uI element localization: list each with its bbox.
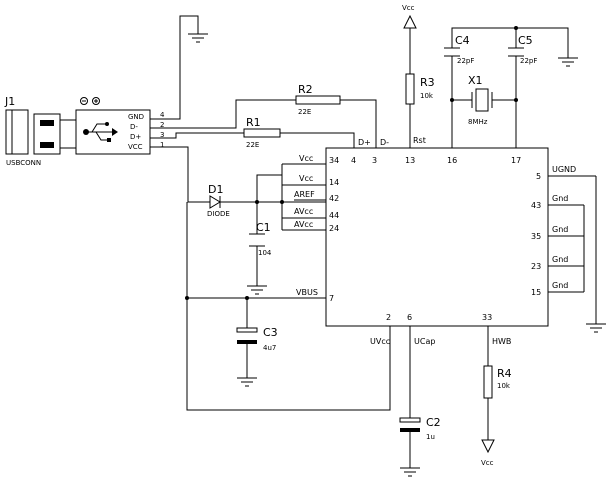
vcc-arrow-bottom-icon: Vcc <box>481 439 495 467</box>
usb-connector-j1: J1 USBCONN GND D- D+ VCC 4 2 3 1 <box>4 95 168 167</box>
ic-pin-name-vcc-14: Vcc <box>299 174 313 183</box>
capacitor-c2: C2 1u <box>399 416 441 441</box>
ground-symbol-c2 <box>400 467 420 477</box>
wires <box>168 15 597 468</box>
capacitor-c5: C5 22pF <box>508 34 537 65</box>
ic-right-pin-35: 35 <box>531 232 541 241</box>
ic-top-pin-13: 13 <box>405 156 415 165</box>
resistor-r2: R2 22E <box>295 83 341 116</box>
resistor-r3: R3 10k <box>405 73 435 105</box>
j1-pin-num-4: 4 <box>160 111 165 119</box>
ic-left-pin-14: 14 <box>329 178 339 187</box>
j1-pin-name-vcc: VCC <box>128 143 143 151</box>
ic-right-pin-23: 23 <box>531 262 541 271</box>
c4-ref: C4 <box>455 34 470 47</box>
usb-symbol-icon <box>83 122 118 142</box>
j1-pin-name-dplus: D+ <box>130 133 141 141</box>
c4-value: 22pF <box>457 57 474 65</box>
r1-ref: R1 <box>246 116 261 129</box>
ic-right-pin-43: 43 <box>531 201 541 210</box>
c3-ref: C3 <box>263 326 278 339</box>
resistor-r1: R1 22E <box>243 116 281 149</box>
ic-top-pin-17: 17 <box>511 156 521 165</box>
ic-pin-name-vbus: VBUS <box>296 288 318 297</box>
c3-value: 4u7 <box>263 344 276 352</box>
ic-pin-name-avcc-44: AVcc <box>294 207 313 216</box>
ic-pin-name-ucap: UCap <box>414 337 435 346</box>
minus-circle-icon <box>80 97 88 105</box>
ic-pin-name-dplus: D+ <box>358 138 371 147</box>
vcc-bottom-label: Vcc <box>481 459 494 467</box>
vcc-top-label: Vcc <box>402 4 415 12</box>
ic-pin-name-gnd-15: Gnd <box>552 281 568 290</box>
microcontroller-ic: 4 3 13 16 17 D+ D- Rst Vcc Vcc AREF AVcc… <box>294 136 576 346</box>
ic-top-pin-3: 3 <box>372 156 377 165</box>
ic-pin-name-avcc-24: AVcc <box>294 220 313 229</box>
ic-pin-name-aref: AREF <box>294 190 315 199</box>
ground-symbol-ugnd <box>586 323 606 333</box>
ic-left-pin-24: 24 <box>329 224 339 233</box>
ic-right-pin-5: 5 <box>536 172 541 181</box>
r3-ref: R3 <box>420 76 435 89</box>
j1-pin-num-2: 2 <box>160 121 164 129</box>
ic-left-pin-44: 44 <box>329 211 339 220</box>
c1-value: 104 <box>258 249 272 257</box>
ic-bottom-pin-33: 33 <box>482 313 492 322</box>
x1-value: 8MHz <box>468 118 488 126</box>
capacitor-c1: C1 104 <box>249 221 272 257</box>
r2-value: 22E <box>298 108 311 116</box>
vcc-arrow-top-icon: Vcc <box>402 4 417 29</box>
j1-pin-num-1: 1 <box>160 141 164 149</box>
diode-d1: D1 DIODE <box>207 183 230 218</box>
resistor-r4: R4 10k <box>483 365 512 399</box>
d1-ref: D1 <box>208 183 223 196</box>
j1-ref: J1 <box>4 95 15 108</box>
c2-ref: C2 <box>426 416 441 429</box>
ic-pin-name-uvcc: UVcc <box>370 337 390 346</box>
ground-symbol-c3 <box>237 377 257 387</box>
j1-pin-num-3: 3 <box>160 131 164 139</box>
ic-pin-name-ugnd: UGND <box>552 165 576 174</box>
r2-ref: R2 <box>298 83 313 96</box>
ic-pin-name-gnd-23: Gnd <box>552 255 568 264</box>
d1-value: DIODE <box>207 210 230 218</box>
r4-ref: R4 <box>497 367 512 380</box>
capacitor-c4: C4 22pF <box>444 34 474 65</box>
ic-pin-name-vcc-34: Vcc <box>299 154 313 163</box>
ground-symbol-top <box>188 33 208 43</box>
ic-bottom-pin-6: 6 <box>407 313 412 322</box>
j1-pin-name-dminus: D- <box>130 123 138 131</box>
ic-left-pin-7: 7 <box>329 294 334 303</box>
ic-right-pin-15: 15 <box>531 288 541 297</box>
ic-pin-name-gnd-35: Gnd <box>552 225 568 234</box>
ic-pin-name-rst: Rst <box>413 136 426 145</box>
junction-dots <box>185 26 518 300</box>
ic-top-pin-16: 16 <box>447 156 457 165</box>
capacitor-c3: C3 4u7 <box>236 326 278 352</box>
ic-pin-name-gnd-43: Gnd <box>552 194 568 203</box>
r1-value: 22E <box>246 141 259 149</box>
r3-value: 10k <box>420 92 434 100</box>
ground-symbol-crystal <box>558 57 578 67</box>
c5-value: 22pF <box>520 57 537 65</box>
c2-value: 1u <box>426 433 435 441</box>
ic-bottom-pin-2: 2 <box>386 313 391 322</box>
j1-pin-name-gnd: GND <box>128 113 144 121</box>
crystal-x1: X1 8MHz <box>468 74 493 126</box>
ground-symbol-c1 <box>247 285 267 295</box>
ic-pin-name-dminus: D- <box>380 138 389 147</box>
ic-left-pin-42: 42 <box>329 194 339 203</box>
x1-ref: X1 <box>468 74 483 87</box>
ic-top-pin-4: 4 <box>351 156 356 165</box>
c5-ref: C5 <box>518 34 533 47</box>
ic-pin-name-hwb: HWB <box>492 337 511 346</box>
ic-left-pin-34: 34 <box>329 156 339 165</box>
c1-ref: C1 <box>256 221 271 234</box>
j1-name: USBCONN <box>6 159 41 167</box>
r4-value: 10k <box>497 382 511 390</box>
plus-circle-icon <box>92 97 100 105</box>
